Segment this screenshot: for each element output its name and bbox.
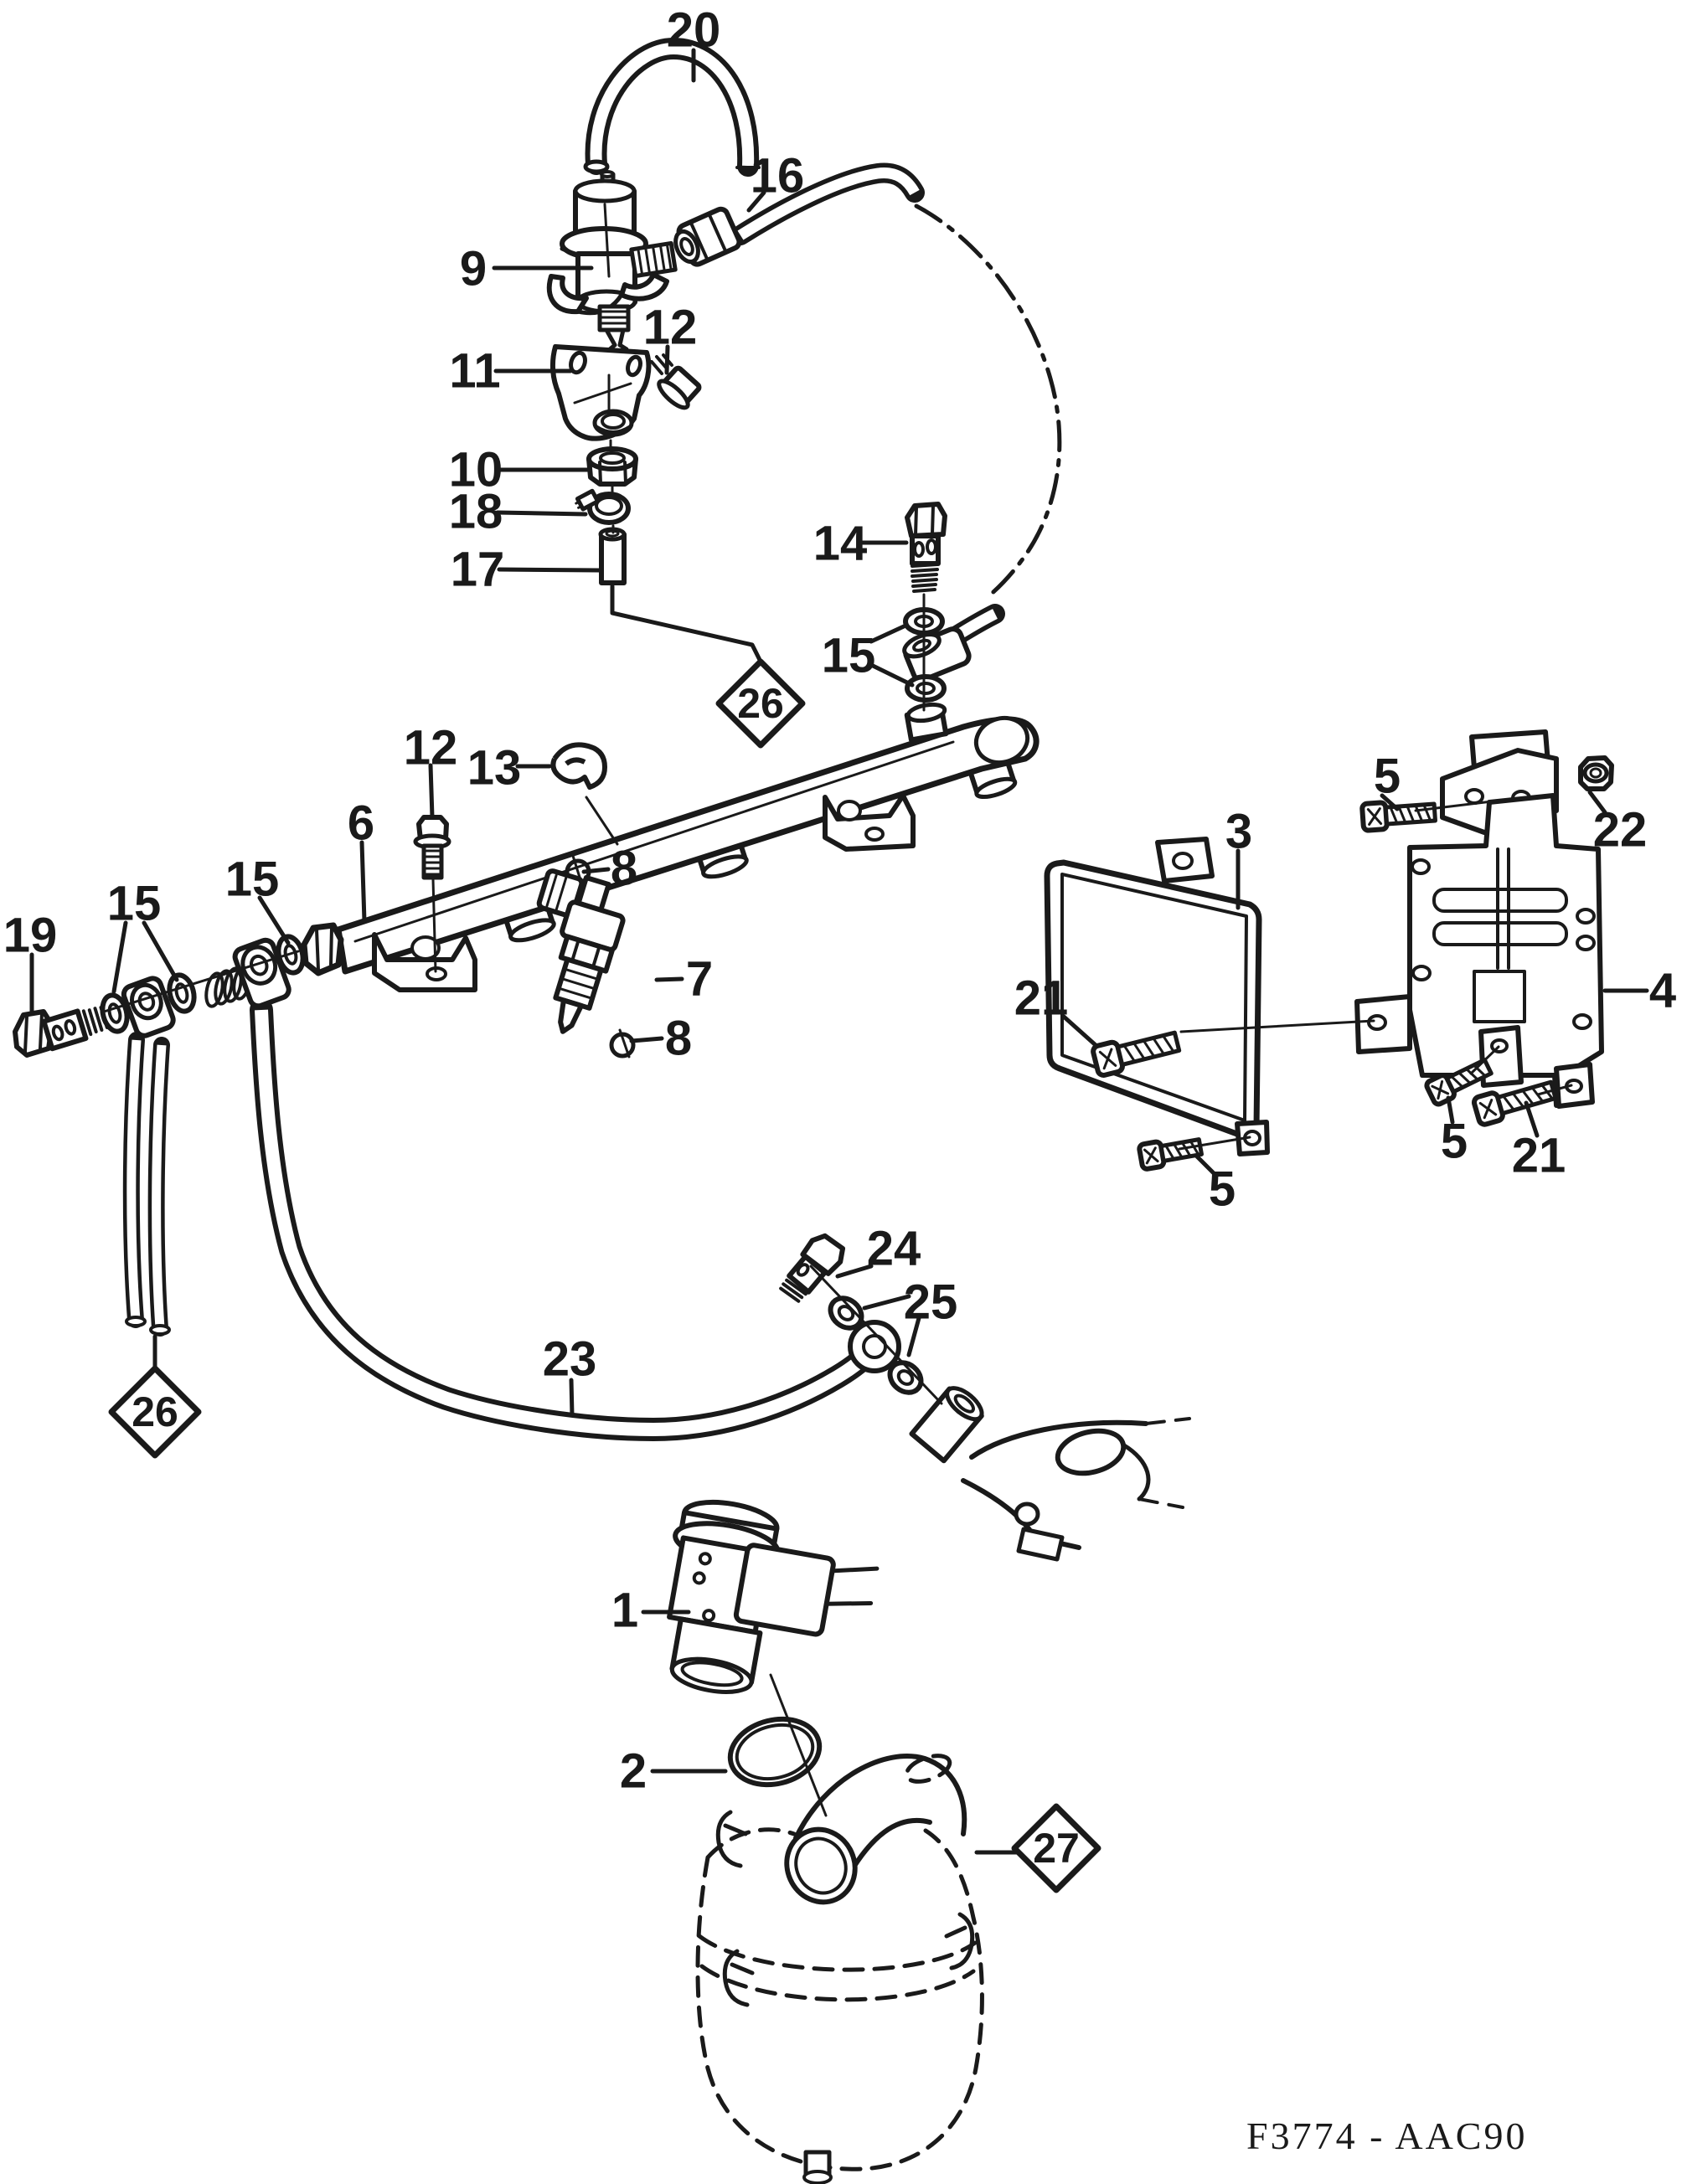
part-label-15-9: 15 (822, 629, 876, 683)
hose-20 (583, 38, 761, 183)
pressure-regulator-9 (546, 170, 678, 366)
part-label-8-21: 8 (665, 1012, 692, 1066)
svg-text:27: 27 (1033, 1825, 1080, 1872)
banjo-bolt-24 (779, 1233, 846, 1303)
ref-diamond-26-1: 26 (108, 1365, 202, 1459)
part-label-12-10: 12 (404, 721, 458, 775)
banjo-fitting-16 (902, 626, 972, 683)
part-label-17-7: 17 (451, 543, 505, 597)
part-label-16-1: 16 (751, 149, 805, 203)
part-label-13-11: 13 (467, 741, 522, 796)
screw-21-bottom (1471, 1079, 1558, 1127)
hose16-reference-arc (914, 203, 1062, 600)
part-label-7-20: 7 (686, 952, 713, 1007)
svg-text:26: 26 (737, 680, 784, 727)
washer-25-upper (828, 1295, 864, 1331)
nut-22 (1578, 755, 1614, 791)
ecu-3 (1044, 837, 1270, 1156)
bracket-11 (549, 344, 652, 441)
part-label-25-28: 25 (904, 1275, 958, 1330)
ref-diamond-26-0: 26 (715, 658, 806, 749)
screw-5-top (1359, 800, 1437, 833)
figure-code: F3774 - AAC90 (1246, 2114, 1527, 2157)
part-label-20-0: 20 (667, 3, 721, 58)
hose-23 (250, 998, 884, 1441)
bracket-4 (1354, 729, 1604, 1109)
ref-diamond-27-2: 27 (1011, 1803, 1101, 1893)
screw-5-ecu (1137, 1137, 1204, 1172)
fuel-rail-6 (301, 702, 1040, 992)
air-mass-sensor-1 (667, 1499, 880, 1694)
leader-lines (29, 48, 1649, 1855)
part-label-19-17: 19 (3, 909, 58, 963)
banjo-bolt-14 (905, 502, 947, 593)
part-label-18-6: 18 (449, 485, 503, 539)
nut-10 (586, 446, 638, 487)
part-label-12-3: 12 (643, 301, 698, 355)
washer-25-lower (887, 1360, 924, 1395)
part-label-5-15: 5 (1374, 749, 1401, 804)
fuel-hoses-left (122, 1032, 171, 1337)
throttle-body-fitting (909, 1386, 1191, 1562)
clamp-18 (575, 488, 631, 525)
washer-15-left-2 (167, 972, 197, 1014)
part-label-10-5: 10 (449, 443, 503, 497)
part-label-21-26: 21 (1512, 1129, 1566, 1183)
banjo-bolt-19 (13, 1006, 109, 1058)
part-label-3-14: 3 (1225, 805, 1252, 859)
screw-5-bracket-bottom (1424, 1058, 1494, 1107)
svg-text:26: 26 (132, 1388, 178, 1435)
injector-7 (536, 858, 636, 1059)
air-cleaner-27 (695, 1754, 984, 2184)
part-label-15-19: 15 (225, 852, 280, 907)
part-label-22-16: 22 (1593, 803, 1648, 858)
bolt-12-lower (413, 815, 451, 880)
hose23-eye-fitting (848, 1320, 901, 1373)
screw-21-left (1091, 1030, 1182, 1078)
part-label-9-2: 9 (460, 242, 487, 296)
part-label-5-25: 5 (1441, 1115, 1468, 1169)
hose16-nut (673, 206, 742, 267)
axis-lines (102, 203, 1573, 1817)
washer-15-left-1 (100, 992, 130, 1034)
part-label-2-31: 2 (620, 1744, 647, 1799)
part-label-5-24: 5 (1209, 1162, 1236, 1217)
part-label-21-23: 21 (1014, 971, 1069, 1026)
part-label-8-13: 8 (611, 842, 637, 896)
pipe-17 (598, 527, 627, 585)
part-label-6-12: 6 (348, 796, 374, 851)
clip-13 (550, 742, 607, 790)
o-ring-2 (727, 1716, 823, 1788)
part-label-1-30: 1 (611, 1584, 638, 1638)
part-label-4-22: 4 (1649, 964, 1676, 1018)
bolt-12-upper (650, 353, 702, 410)
part-label-14-8: 14 (813, 517, 868, 571)
hose-16 (730, 162, 1005, 653)
part-label-23-29: 23 (543, 1332, 597, 1387)
washer-15-rail-lower (905, 674, 947, 703)
part-label-11-4: 11 (449, 344, 500, 399)
part-label-24-27: 24 (867, 1222, 921, 1276)
part-label-15-18: 15 (107, 877, 162, 931)
